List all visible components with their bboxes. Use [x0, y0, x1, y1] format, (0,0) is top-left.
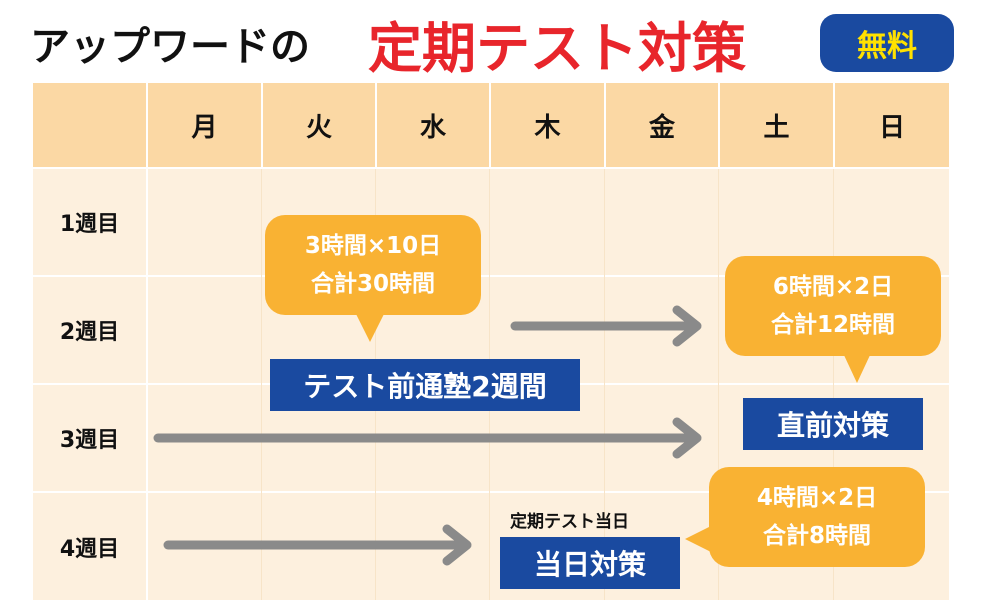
header-divider	[833, 83, 835, 167]
week-label-2: 2週目	[59, 320, 120, 345]
pre-test-course-text: テスト前通塾2週間	[303, 370, 547, 403]
arrow-week4	[163, 524, 472, 566]
bubble-30-line1: 3時間×10日	[304, 233, 442, 259]
hours-bubble-30: 3時間×10日 合計30時間	[265, 215, 481, 315]
pre-test-course-label: テスト前通塾2週間	[270, 359, 580, 411]
bubble-12-tail	[843, 353, 871, 383]
bubble-30-line2: 合計30時間	[310, 271, 435, 297]
title-prefix: アップワードの	[30, 24, 310, 70]
hours-bubble-12: 6時間×2日 合計12時間	[725, 256, 941, 356]
arrow-week3	[153, 417, 702, 459]
bubble-30-tail	[355, 312, 385, 342]
day-divider	[833, 169, 834, 600]
header-divider	[375, 83, 377, 167]
title-highlight: 定期テスト対策	[368, 17, 746, 80]
free-badge: 無料	[820, 14, 954, 72]
header-divider	[489, 83, 491, 167]
final-prep-text: 直前対策	[776, 409, 889, 442]
test-day-prep-text: 当日対策	[533, 548, 646, 581]
bubble-8-line2: 合計8時間	[762, 523, 871, 549]
day-header-thu: 木	[534, 112, 561, 143]
day-divider	[718, 169, 719, 600]
test-day-prep-label: 当日対策	[500, 537, 680, 589]
header-divider	[146, 83, 148, 167]
day-header-fri: 金	[648, 112, 675, 143]
week-label-4: 4週目	[59, 536, 120, 562]
bubble-12-line1: 6時間×2日	[772, 274, 894, 300]
week-column-divider	[146, 169, 148, 600]
arrow-week2	[510, 305, 702, 347]
bubble-8-line1: 4時間×2日	[756, 485, 878, 511]
day-header-sun: 日	[878, 112, 905, 143]
bubble-12-line2: 合計12時間	[770, 312, 895, 338]
bubble-8-tail	[685, 525, 713, 553]
day-header-mon: 月	[191, 112, 218, 143]
header-corner-cell	[33, 83, 146, 167]
final-prep-label: 直前対策	[743, 398, 923, 450]
day-divider	[604, 169, 605, 600]
day-divider	[261, 169, 262, 600]
free-badge-label: 無料	[857, 29, 917, 64]
hours-bubble-8: 4時間×2日 合計8時間	[709, 467, 925, 567]
header-divider	[604, 83, 606, 167]
week-label-1: 1週目	[59, 212, 120, 237]
day-header-sat: 土	[763, 112, 790, 143]
day-header-wed: 水	[419, 112, 446, 143]
day-header-tue: 火	[305, 112, 332, 143]
header-divider	[261, 83, 263, 167]
week-label-3: 3週目	[59, 428, 120, 453]
test-day-note: 定期テスト当日	[510, 512, 629, 532]
header-divider	[718, 83, 720, 167]
header-row	[148, 83, 949, 167]
